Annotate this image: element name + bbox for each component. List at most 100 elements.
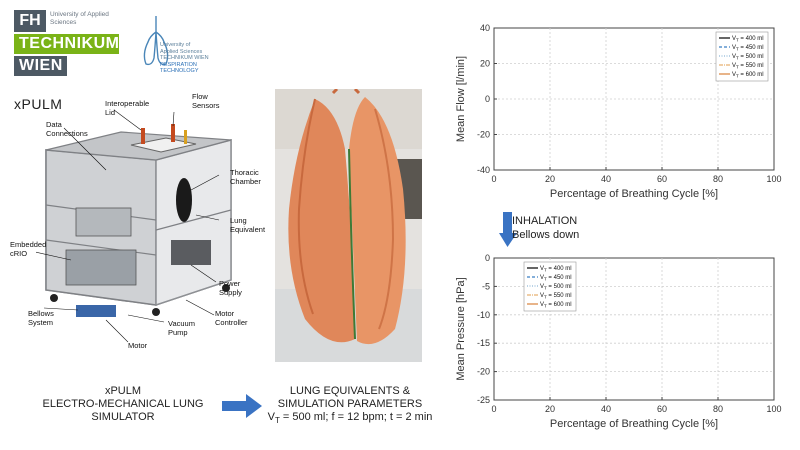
legend-entry: VT = 400 ml bbox=[732, 36, 764, 43]
resp-line5: TECHNOLOGY bbox=[160, 68, 199, 74]
x-tick-label: 80 bbox=[713, 404, 723, 414]
y-tick-label: 0 bbox=[485, 94, 490, 104]
resp-line3: TECHNIKUM WIEN bbox=[160, 55, 209, 61]
y-tick-label: -20 bbox=[477, 367, 490, 377]
legend-entry: VT = 550 ml bbox=[540, 293, 572, 300]
legend-entry: VT = 600 ml bbox=[732, 72, 764, 79]
legend-entry: VT = 500 ml bbox=[540, 284, 572, 291]
label-bellows-system: Bellows System bbox=[28, 309, 54, 327]
y-tick-label: -40 bbox=[477, 165, 490, 175]
label-embedded-crio-line2: cRIO bbox=[10, 249, 28, 258]
legend-entry: VT = 400 ml bbox=[540, 266, 572, 273]
middle-caption-line3: VT = 500 ml; f = 12 bpm; t = 2 min bbox=[250, 411, 450, 427]
label-lung-equivalent: Lung Equivalent bbox=[230, 216, 265, 234]
label-embedded-crio: Embedded cRIO bbox=[10, 240, 46, 258]
label-motor-controller-line2: Controller bbox=[215, 318, 248, 327]
x-tick-label: 60 bbox=[657, 404, 667, 414]
wien-band: WIEN bbox=[14, 56, 67, 76]
vt-symbol: V bbox=[267, 411, 275, 423]
label-bellows-system-line2: System bbox=[28, 318, 54, 327]
right-arrow-icon bbox=[222, 394, 262, 418]
legend-entry: VT = 600 ml bbox=[540, 302, 572, 309]
middle-caption: LUNG EQUIVALENTS & SIMULATION PARAMETERS… bbox=[250, 385, 450, 427]
x-axis-label: Percentage of Breathing Cycle [%] bbox=[550, 188, 718, 200]
inhalation-subtitle: Bellows down bbox=[512, 229, 580, 241]
x-tick-label: 60 bbox=[657, 174, 667, 184]
legend-entry: VT = 450 ml bbox=[540, 275, 572, 282]
y-tick-label: -15 bbox=[477, 338, 490, 348]
down-arrow-icon bbox=[499, 212, 517, 247]
y-axis-label: Mean Pressure [hPa] bbox=[455, 277, 467, 380]
y-tick-label: -10 bbox=[477, 310, 490, 320]
label-power-supply-line1: Power bbox=[219, 279, 241, 288]
legend-entry: VT = 450 ml bbox=[732, 45, 764, 52]
vt-subscript: T bbox=[274, 416, 280, 426]
legend-entry: VT = 500 ml bbox=[732, 54, 764, 61]
label-motor-controller: Motor Controller bbox=[215, 309, 248, 327]
resp-line4: RESPIRATION bbox=[160, 61, 197, 68]
x-tick-label: 80 bbox=[713, 174, 723, 184]
y-tick-label: -20 bbox=[477, 130, 490, 140]
respiration-technology-logo bbox=[143, 16, 169, 66]
label-interoperable-lid: Interoperable Lid bbox=[105, 99, 149, 117]
label-thoracic-chamber: Thoracic Chamber bbox=[230, 168, 261, 186]
resp-line2: Applied Sciences bbox=[160, 48, 203, 55]
x-axis-label: Percentage of Breathing Cycle [%] bbox=[550, 418, 718, 430]
x-tick-label: 0 bbox=[491, 174, 496, 184]
x-tick-label: 100 bbox=[766, 404, 781, 414]
lung-photo-drawing bbox=[275, 89, 422, 362]
x-tick-label: 40 bbox=[601, 174, 611, 184]
left-caption-line1: xPULM bbox=[104, 385, 142, 397]
label-interoperable-lid-line2: Lid bbox=[105, 108, 116, 117]
left-caption-line3: SIMULATOR bbox=[91, 411, 155, 423]
x-tick-label: 20 bbox=[545, 404, 555, 414]
left-caption-line2: ELECTRO-MECHANICAL LUNG bbox=[42, 398, 204, 410]
label-embedded-crio-line1: Embedded bbox=[10, 240, 47, 249]
respiration-technology-text: University of Applied Sciences TECHNIKUM… bbox=[160, 42, 230, 75]
label-data-connections-line2: Connections bbox=[46, 129, 88, 138]
lung-equivalent-photo bbox=[275, 89, 422, 362]
x-tick-label: 40 bbox=[601, 404, 611, 414]
fh-logo-subtitle: University of Applied Sciences bbox=[50, 11, 109, 26]
label-power-supply: Power Supply bbox=[219, 279, 242, 297]
label-thoracic-chamber-line1: Thoracic bbox=[230, 168, 259, 177]
y-tick-label: -25 bbox=[477, 395, 490, 405]
lung-simulator-device-picture bbox=[36, 110, 232, 343]
y-axis-label: Mean Flow [l/min] bbox=[455, 56, 467, 142]
label-flow-sensors-line1: Flow bbox=[192, 92, 208, 101]
label-vacuum-pump-line2: Pump bbox=[168, 328, 188, 337]
label-vacuum-pump: Vacuum Pump bbox=[168, 319, 195, 337]
label-data-connections-line1: Data bbox=[46, 120, 62, 129]
label-vacuum-pump-line1: Vacuum bbox=[168, 319, 195, 328]
x-tick-label: 100 bbox=[766, 174, 781, 184]
label-flow-sensors: Flow Sensors bbox=[192, 92, 220, 110]
middle-caption-line2: SIMULATION PARAMETERS bbox=[277, 398, 423, 410]
legend-entry: VT = 550 ml bbox=[732, 63, 764, 70]
label-bellows-system-line1: Bellows bbox=[28, 309, 54, 318]
y-tick-label: 20 bbox=[480, 59, 490, 69]
label-lung-equivalent-line2: Equivalent bbox=[230, 225, 266, 234]
x-tick-label: 20 bbox=[545, 174, 555, 184]
y-tick-label: -5 bbox=[482, 281, 490, 291]
inhalation-caption: INHALATION Bellows down bbox=[512, 214, 579, 242]
label-thoracic-chamber-line2: Chamber bbox=[230, 177, 261, 186]
simulation-parameters: = 500 ml; f = 12 bpm; t = 2 min bbox=[279, 411, 433, 423]
label-lung-equivalent-line1: Lung bbox=[230, 216, 247, 225]
label-power-supply-line2: Supply bbox=[219, 288, 242, 297]
xpulm-logo: xPULM bbox=[14, 96, 63, 112]
y-tick-label: 0 bbox=[485, 253, 490, 263]
label-motor: Motor bbox=[128, 341, 148, 350]
inhalation-title: INHALATION bbox=[512, 215, 578, 227]
technikum-band: TECHNIKUM bbox=[14, 34, 119, 54]
label-flow-sensors-line2: Sensors bbox=[192, 101, 220, 110]
label-data-connections: Data Connections bbox=[46, 120, 88, 138]
middle-caption-line1: LUNG EQUIVALENTS & bbox=[289, 385, 411, 397]
y-tick-label: 40 bbox=[480, 23, 490, 33]
left-caption: xPULM ELECTRO-MECHANICAL LUNG SIMULATOR bbox=[28, 385, 218, 424]
fh-logo-box: FH bbox=[14, 10, 46, 32]
resp-line1: University of bbox=[160, 42, 191, 48]
label-motor-controller-line1: Motor bbox=[215, 309, 235, 318]
label-interoperable-lid-line1: Interoperable bbox=[105, 99, 150, 108]
